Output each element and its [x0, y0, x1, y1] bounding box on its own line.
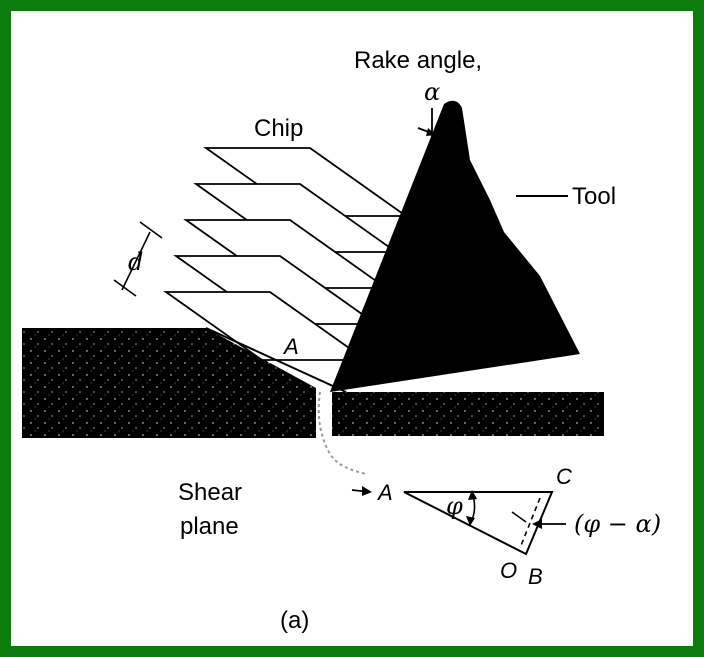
shear-arrowhead — [362, 486, 372, 496]
rake-angle-arrowhead — [426, 128, 436, 136]
shear-plane-line — [205, 327, 347, 393]
workpiece-right — [332, 392, 604, 436]
workpiece-left — [22, 328, 316, 438]
phi-arrowhead-top — [468, 490, 477, 500]
spacing-tick-bottom — [113, 279, 137, 297]
triangle-vertex-o: O — [500, 558, 517, 583]
triangle-vertex-c: C — [556, 464, 572, 489]
figure-caption: (a) — [280, 607, 309, 634]
rake-angle-label: Rake angle, — [354, 47, 482, 74]
triangle-vertex-a: A — [376, 480, 393, 505]
spacing-tick-top — [139, 221, 163, 239]
tool-body — [330, 100, 580, 393]
shear-point-a-label: A — [282, 334, 299, 359]
spacing-d-label: d — [128, 248, 143, 276]
chip-label: Chip — [254, 115, 303, 142]
spacing-dimension-line — [121, 231, 151, 291]
phi-alpha-tick — [511, 511, 527, 523]
phi-arrowhead-bottom — [466, 516, 475, 526]
phi-symbol: φ — [446, 492, 463, 520]
shear-plane-label-line1: Shear — [178, 479, 242, 506]
chip-segments — [163, 147, 409, 361]
shear-plane-label-line2: plane — [180, 513, 239, 540]
phi-minus-alpha-label: (φ − α) — [574, 510, 661, 538]
alpha-symbol: α — [424, 78, 440, 106]
phi-alpha-arrowhead — [532, 519, 542, 529]
tool-label: Tool — [572, 183, 616, 210]
triangle-vertex-b: B — [528, 564, 543, 589]
shear-zone-trace — [317, 391, 367, 475]
